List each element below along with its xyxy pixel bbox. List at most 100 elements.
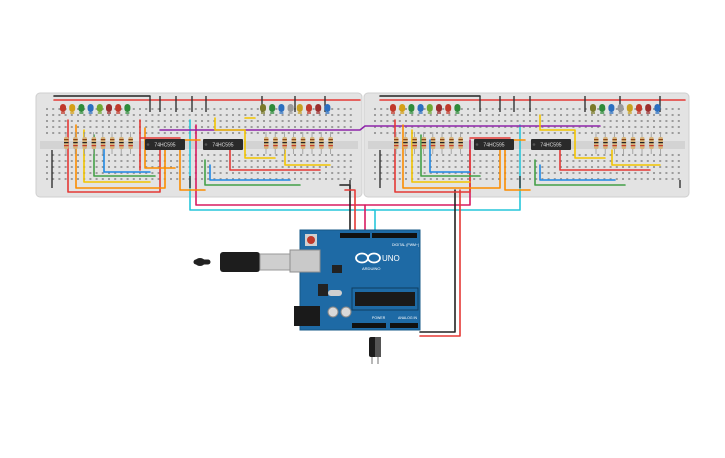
- breadboard-hole: [374, 160, 376, 162]
- breadboard-hole: [176, 120, 179, 122]
- breadboard-hole: [306, 172, 309, 174]
- breadboard-hole: [467, 126, 469, 128]
- breadboard-hole: [578, 132, 581, 134]
- breadboard-hole: [275, 154, 278, 156]
- breadboard-hole: [436, 172, 438, 174]
- breadboard-right[interactable]: [363, 92, 690, 198]
- breadboard-hole: [485, 154, 488, 156]
- breadboard-hole: [553, 114, 556, 116]
- breadboard-hole: [547, 114, 550, 116]
- shift-register-1[interactable]: 74HC595: [145, 139, 185, 150]
- breadboard-hole: [275, 160, 278, 162]
- breadboard-hole: [597, 114, 600, 116]
- breadboard-hole: [436, 178, 438, 180]
- breadboard-hole: [522, 120, 525, 122]
- breadboard-hole: [126, 120, 129, 122]
- breadboard-hole: [269, 172, 272, 174]
- breadboard-hole: [417, 114, 420, 116]
- breadboard-hole: [374, 172, 376, 174]
- breadboard-hole: [312, 154, 315, 156]
- breadboard-hole: [182, 166, 185, 168]
- wire-yellow: [411, 129, 471, 183]
- breadboard-hole: [640, 114, 643, 116]
- breadboard-hole: [269, 160, 272, 162]
- arduino-uno-board[interactable]: UNO ARDUINO DIGITAL (PWM~) POWER ANALOG …: [193, 229, 421, 331]
- breadboard-hole: [386, 126, 389, 128]
- led: [60, 104, 66, 114]
- breadboard-hole: [510, 172, 513, 174]
- breadboard-hole: [325, 120, 327, 122]
- shift-register-chips: 74HC595 74HC595 74HC595 74HC595: [145, 139, 571, 150]
- breadboard-hole: [70, 120, 73, 122]
- breadboard-hole: [312, 114, 315, 116]
- breadboard-hole: [238, 166, 241, 168]
- breadboard-hole: [473, 108, 476, 110]
- wire-orange: [75, 124, 166, 189]
- breadboard-hole: [591, 166, 593, 168]
- wire-cyan: [371, 124, 521, 211]
- breadboard-hole: [287, 154, 290, 156]
- shift-register-3[interactable]: 74HC595: [474, 139, 514, 150]
- breadboard-hole: [411, 114, 414, 116]
- breadboard-hole: [417, 154, 420, 156]
- wire-red: [344, 189, 356, 233]
- breadboard-hole: [120, 166, 123, 168]
- breadboard-hole: [547, 154, 550, 156]
- breadboard-left[interactable]: [35, 92, 363, 198]
- breadboard-hole: [442, 178, 445, 180]
- breadboard-hole: [491, 166, 494, 168]
- breadboard-hole: [120, 154, 123, 156]
- breadboard-hole: [114, 166, 117, 168]
- breadboard-hole: [436, 120, 438, 122]
- breadboard-hole: [615, 114, 618, 116]
- breadboard-hole: [318, 126, 321, 128]
- breadboard-hole: [535, 108, 538, 110]
- breadboard-hole: [541, 178, 544, 180]
- breadboard-hole: [331, 154, 334, 156]
- breadboard-hole: [560, 120, 562, 122]
- breadboard-hole: [213, 172, 216, 174]
- resistor: [282, 132, 287, 154]
- breadboard-hole: [535, 172, 538, 174]
- breadboard-hole: [498, 114, 500, 116]
- breadboard-hole: [553, 120, 556, 122]
- breadboard-hole: [671, 160, 674, 162]
- breadboard-hole: [603, 126, 606, 128]
- breadboard-hole: [529, 160, 531, 162]
- breadboard-hole: [58, 178, 61, 180]
- breadboard-hole: [114, 172, 117, 174]
- breadboard-hole: [547, 160, 550, 162]
- breadboard-hole: [46, 120, 48, 122]
- breadboard-hole: [665, 160, 668, 162]
- breadboard-hole: [108, 160, 110, 162]
- breadboard-hole: [671, 132, 674, 134]
- breadboard-hole: [287, 126, 290, 128]
- breadboard-hole: [176, 166, 179, 168]
- breadboard-hole: [646, 172, 649, 174]
- breadboard-hole: [578, 154, 581, 156]
- breadboard-hole: [677, 166, 680, 168]
- breadboard-hole: [473, 154, 476, 156]
- shift-register-4[interactable]: 74HC595: [531, 139, 571, 150]
- breadboard-hole: [485, 160, 488, 162]
- shift-register-2[interactable]: 74HC595: [203, 139, 243, 150]
- breadboard-hole: [225, 172, 228, 174]
- resistor: [119, 132, 124, 154]
- breadboard-hole: [398, 172, 401, 174]
- breadboard-hole: [331, 160, 334, 162]
- breadboard-hole: [665, 178, 668, 180]
- breadboard-hole: [535, 114, 538, 116]
- electrolytic-capacitor[interactable]: [369, 337, 381, 364]
- breadboard-hole: [126, 114, 129, 116]
- breadboard-hole: [306, 178, 309, 180]
- breadboard-hole: [442, 132, 445, 134]
- breadboard-hole: [201, 114, 203, 116]
- breadboard-hole: [659, 154, 662, 156]
- crystal: [328, 290, 342, 296]
- reset-button-cap: [307, 236, 315, 244]
- breadboard-hole: [232, 120, 234, 122]
- breadboard-hole: [306, 160, 309, 162]
- breadboard-hole: [665, 108, 668, 110]
- led: [287, 104, 294, 114]
- breadboard-hole: [46, 108, 48, 110]
